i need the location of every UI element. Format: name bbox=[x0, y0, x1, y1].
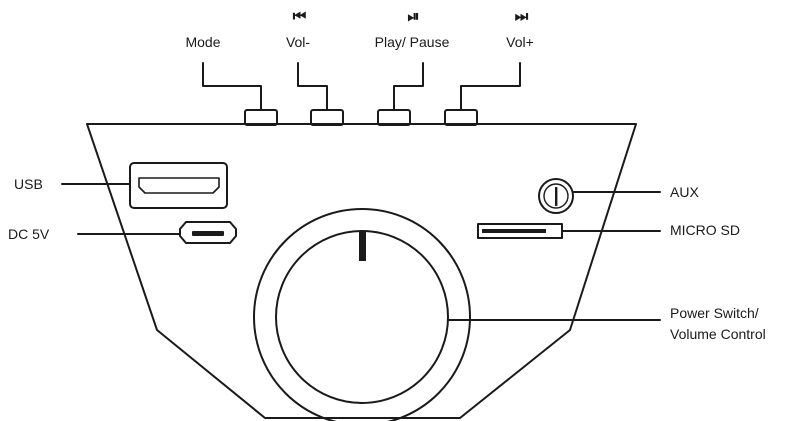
vol-up-label: Vol+ bbox=[506, 34, 534, 50]
play-pause-icon: ⏯ bbox=[407, 7, 419, 25]
vol-up-leader bbox=[460, 62, 521, 111]
aux-label: AUX bbox=[670, 184, 699, 200]
vol-down-leader bbox=[297, 62, 328, 111]
device-body-outline bbox=[86, 123, 637, 419]
power-switch-label-line1: Power Switch/ bbox=[670, 305, 759, 321]
play-pause-leader bbox=[393, 62, 424, 111]
power-switch-label: Power Switch/ Volume Control bbox=[670, 303, 766, 345]
dc-port-pin bbox=[192, 231, 224, 236]
previous-track-icon: ⏮ bbox=[292, 7, 306, 25]
dc-port bbox=[179, 221, 237, 244]
volume-control-label-line2: Volume Control bbox=[670, 326, 766, 342]
dc-5v-label: DC 5V bbox=[8, 226, 50, 242]
usb-label: USB bbox=[14, 176, 43, 192]
micro-sd-label: MICRO SD bbox=[670, 222, 740, 238]
knob-indicator bbox=[359, 231, 366, 261]
aux-jack bbox=[538, 178, 574, 214]
vol-down-label: Vol- bbox=[285, 34, 311, 50]
aux-jack-contact bbox=[555, 187, 558, 206]
play-pause-button bbox=[377, 109, 411, 126]
mode-button bbox=[244, 109, 278, 126]
usb-port bbox=[129, 162, 228, 209]
vol-down-button bbox=[310, 109, 344, 126]
mode-label: Mode bbox=[185, 34, 221, 50]
next-track-icon: ⏭ bbox=[514, 7, 528, 25]
mode-leader bbox=[202, 62, 262, 111]
volume-knob-outer-ring bbox=[253, 208, 471, 421]
vol-up-button bbox=[444, 109, 478, 126]
aux-jack-inner bbox=[543, 183, 569, 209]
usb-port-slot bbox=[138, 177, 220, 194]
micro-sd-slot-opening bbox=[482, 229, 546, 233]
play-pause-label: Play/ Pause bbox=[374, 34, 450, 50]
